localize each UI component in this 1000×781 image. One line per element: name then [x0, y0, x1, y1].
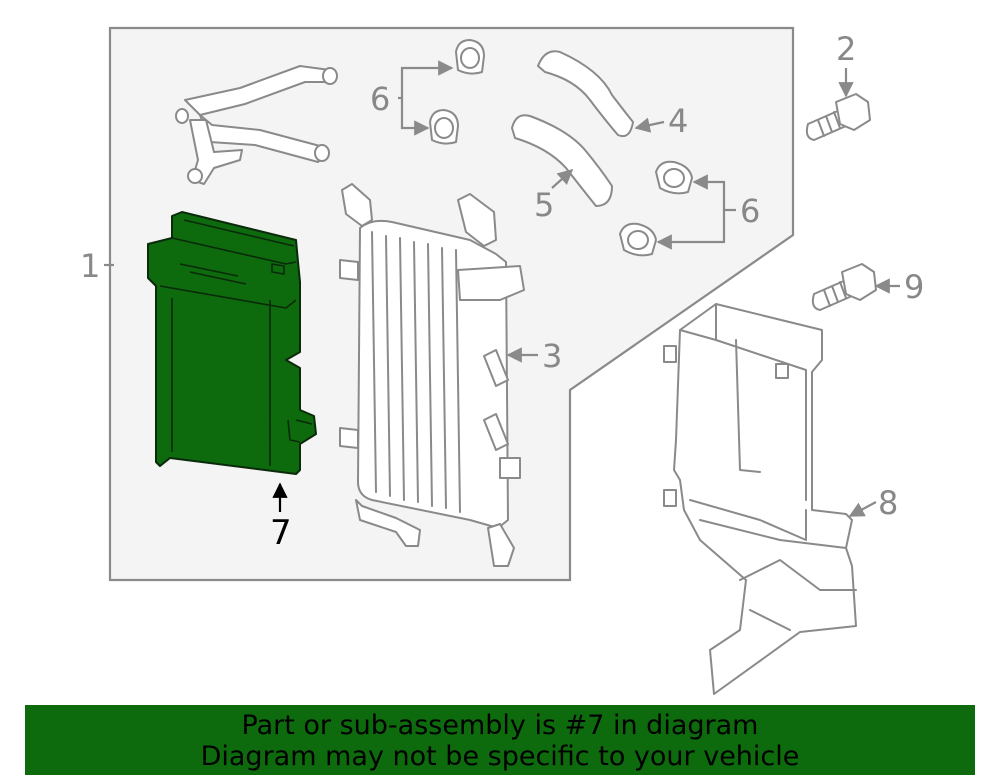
callout-3: 3: [542, 337, 562, 375]
callout-7: 7: [270, 513, 292, 553]
hose-5[interactable]: [511, 114, 613, 207]
callout-2: 2: [836, 30, 856, 68]
callout-9: 9: [904, 268, 924, 306]
callout-4: 4: [668, 102, 688, 140]
info-banner: Part or sub-assembly is #7 in diagram Di…: [25, 705, 975, 775]
clamp-6-right-b[interactable]: [619, 222, 657, 257]
hose-4[interactable]: [537, 50, 634, 138]
bolt-9[interactable]: [811, 263, 877, 311]
banner-line-2: Diagram may not be specific to your vehi…: [200, 741, 800, 772]
pipe-assembly[interactable]: [175, 65, 338, 185]
clamp-6-top-b[interactable]: [429, 109, 459, 145]
oil-cooler-3[interactable]: [339, 183, 525, 567]
callout-1: 1: [80, 247, 100, 285]
deflector-8[interactable]: [663, 303, 857, 695]
bracket-7-highlighted[interactable]: [147, 211, 317, 475]
clamp-6-top-a[interactable]: [455, 39, 485, 75]
clamp-6-right-a[interactable]: [655, 160, 693, 195]
callout-8: 8: [878, 484, 898, 522]
banner-line-1: Part or sub-assembly is #7 in diagram: [241, 710, 759, 741]
callout-6-top: 6: [370, 80, 390, 118]
leader-lines: [104, 60, 900, 517]
callout-5: 5: [534, 186, 554, 224]
bolt-2[interactable]: [805, 93, 871, 141]
callout-6-right: 6: [740, 192, 760, 230]
